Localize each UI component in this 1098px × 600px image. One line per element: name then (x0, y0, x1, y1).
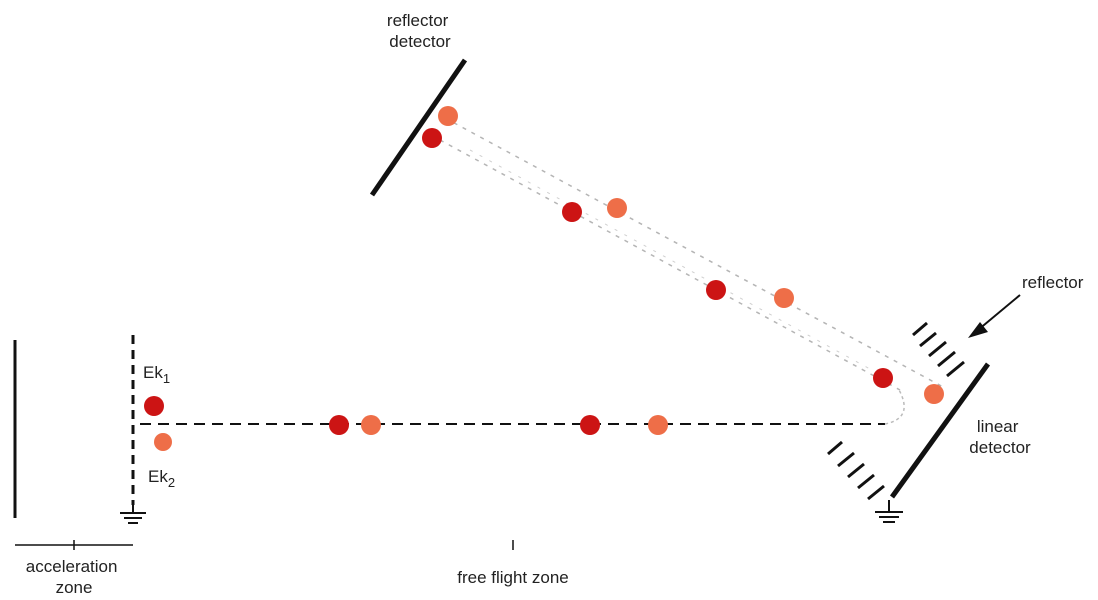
ground-symbol-detector (875, 500, 903, 523)
reflector-detector-label-line2: detector (389, 32, 451, 51)
ion-heavy (422, 128, 442, 148)
ion-light (361, 415, 381, 435)
ion-heavy (562, 202, 582, 222)
ion-light (438, 106, 458, 126)
ek1-label-sub: 1 (163, 371, 170, 386)
ion-light (648, 415, 668, 435)
ion-light (924, 384, 944, 404)
reflector-detector-label-line1: reflector (387, 11, 449, 30)
reflector-label: reflector (1022, 273, 1084, 292)
acceleration-zone-label-line1: acceleration (26, 557, 118, 576)
reflector-grid-lower (827, 440, 885, 501)
reflector-detector-plate (369, 58, 468, 197)
ion-light (774, 288, 794, 308)
linear-detector-label: linear detector (969, 417, 1031, 457)
ion-light (607, 198, 627, 218)
reflected-flight-path-1 (444, 117, 946, 389)
ek1-label: Ek1 (143, 363, 170, 386)
reflector-grid-upper (912, 321, 965, 378)
reflector-arrow (968, 294, 1021, 338)
free-flight-zone-label: free flight zone (457, 568, 569, 587)
ek2-label-base: Ek (148, 467, 168, 486)
ion-heavy (706, 280, 726, 300)
ion-heavy (329, 415, 349, 435)
reflector-detector-label: reflector detector (387, 11, 453, 51)
reflected-flight-path-3 (469, 149, 891, 381)
ground-symbol-source (120, 505, 146, 524)
ek2-label-sub: 2 (168, 475, 175, 490)
ek1-label-base: Ek (143, 363, 163, 382)
linear-detector-label-line2: detector (969, 438, 1031, 457)
acceleration-zone-label: acceleration zone (26, 557, 122, 597)
ion-heavy (873, 368, 893, 388)
ions-linear (144, 396, 668, 451)
linear-detector-plate (889, 362, 991, 499)
ek2-label: Ek2 (148, 467, 175, 490)
acceleration-zone-label-line2: zone (56, 578, 93, 597)
ion-heavy (144, 396, 164, 416)
linear-detector-label-line1: linear (977, 417, 1019, 436)
ion-heavy (580, 415, 600, 435)
ions-reflected (422, 106, 944, 404)
ion-light (154, 433, 172, 451)
reflected-flight-path-2 (439, 139, 901, 391)
reflector-turn-path (884, 387, 905, 425)
